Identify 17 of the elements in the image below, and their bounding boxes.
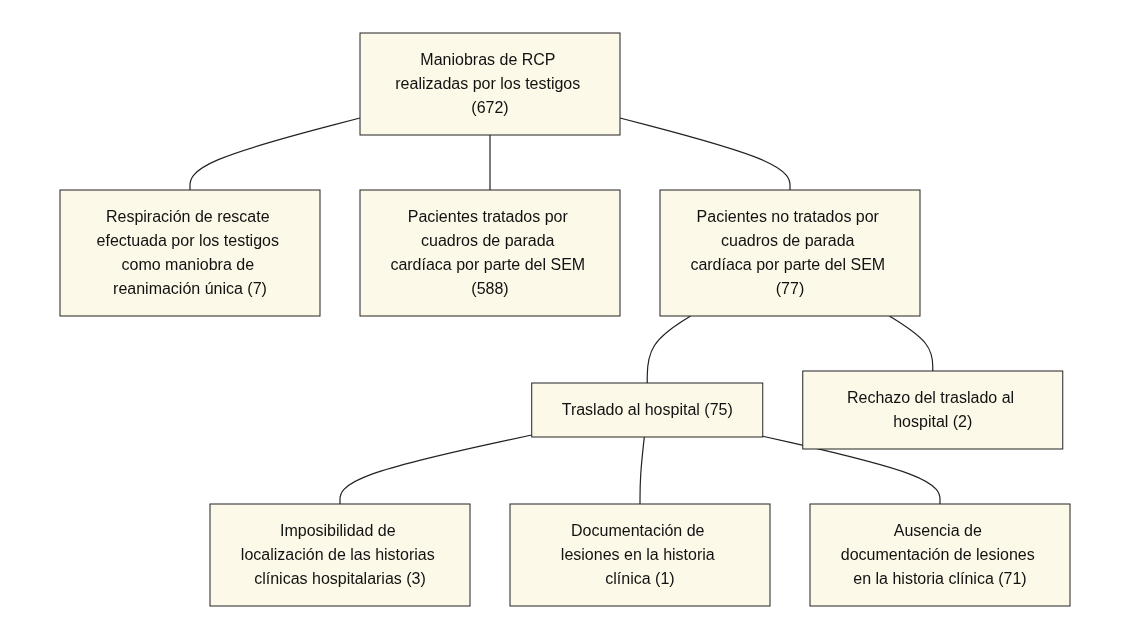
node-box: Rechazo del traslado al hospital (2) — [801, 370, 1063, 450]
node-box: Maniobras de RCP realizadas por los testigos (672) — [359, 32, 620, 136]
connector — [638, 436, 645, 505]
connector — [618, 117, 791, 191]
connector — [646, 315, 691, 384]
node-box: Pacientes tratados por cuadros de parada cardíaca por parte del SEM (588) — [359, 189, 620, 317]
connector — [488, 134, 491, 191]
connector — [338, 434, 532, 505]
node-box: Documentación de lesiones en la historia clínica (1) — [509, 503, 770, 607]
connector — [888, 315, 933, 372]
node-box: Traslado al hospital (75) — [530, 382, 763, 438]
node-box: Respiración de rescate efectuada por los testigos como maniobra de reanimación única (7) — [59, 189, 320, 317]
node-box: Ausencia de documentación de lesiones en la historia clínica (71) — [809, 503, 1070, 607]
node-box: Pacientes no tratados por cuadros de parada cardíaca por parte del SEM (77) — [659, 189, 920, 317]
node-box: Imposibilidad de localización de las historias clínicas hospitalarias (3) — [209, 503, 470, 607]
connector — [188, 117, 361, 191]
connector — [761, 435, 941, 505]
